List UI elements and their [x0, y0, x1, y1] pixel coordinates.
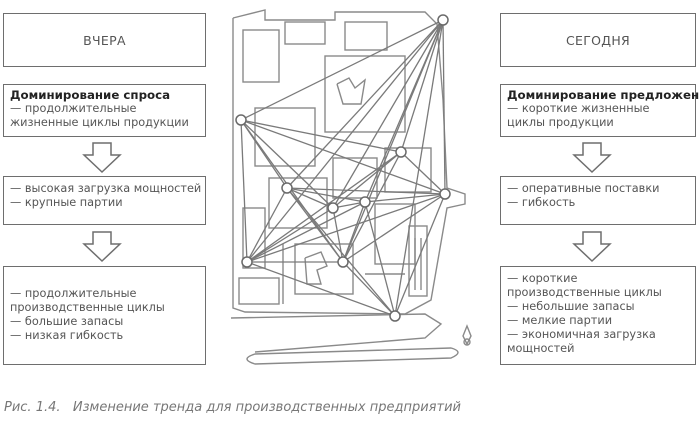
left-block1-line2: — продолжительные: [10, 102, 137, 115]
left-title: ВЧЕРА: [83, 32, 126, 48]
flow-lines: [240, 19, 446, 317]
right-down-arrow-1: [572, 142, 612, 174]
right-block2-line1: — оперативные поставки: [507, 182, 660, 195]
left-down-arrow-1: [82, 142, 122, 174]
left-block3-line3: — большие запасы: [10, 315, 124, 328]
right-block1-line2: — короткие жизненные: [507, 102, 650, 115]
flow-node: [437, 14, 449, 26]
right-block3-line6: мощностей: [507, 342, 575, 355]
flow-node: [241, 256, 253, 268]
right-block3-line2: производственные циклы: [507, 286, 662, 299]
right-block3-line3: — небольшие запасы: [507, 300, 635, 313]
right-block3-line4: — мелкие партии: [507, 314, 613, 327]
left-block-demand: Доминирование спроса — продолжительные ж…: [3, 84, 206, 137]
left-block3-line1: — продолжительные: [10, 287, 137, 300]
flow-node: [359, 196, 371, 208]
left-block1-line3: жизненные циклы продукции: [10, 116, 189, 129]
left-down-arrow-2: [82, 231, 122, 263]
flow-node: [235, 114, 247, 126]
right-title-box: СЕГОДНЯ: [500, 13, 696, 67]
right-block3-line5: — экономичная загрузка: [507, 328, 656, 341]
figure-text: Изменение тренда для производственных пр…: [72, 400, 461, 415]
right-block-supply: Доминирование предложения — короткие жиз…: [500, 84, 700, 137]
right-down-arrow-2: [572, 231, 612, 263]
right-block3-line1: — короткие: [507, 272, 578, 285]
left-title-box: ВЧЕРА: [3, 13, 206, 67]
left-block-load: — высокая загрузка мощностей — крупные п…: [3, 176, 206, 225]
left-block3-line4: — низкая гибкость: [10, 329, 124, 342]
right-block-delivery: — оперативные поставки — гибкость: [500, 176, 696, 225]
flow-node: [389, 310, 401, 322]
right-block1-line1: Доминирование предложения: [507, 88, 700, 102]
flow-node: [337, 256, 349, 268]
left-block-cycles: — продолжительные производственные циклы…: [3, 266, 206, 365]
flow-node: [327, 202, 339, 214]
right-block2-line2: — гибкость: [507, 196, 576, 209]
left-block3-line2: производственные циклы: [10, 301, 165, 314]
figure-caption: Рис. 1.4. Изменение тренда для производс…: [4, 400, 461, 415]
right-title: СЕГОДНЯ: [565, 32, 631, 48]
left-block2-line1: — высокая загрузка мощностей: [10, 182, 202, 195]
left-block1-line1: Доминирование спроса: [10, 88, 171, 102]
flow-node: [439, 188, 451, 200]
right-block-cycles: — короткие производственные циклы — небо…: [500, 266, 696, 365]
flow-nodes: [235, 14, 451, 322]
figure-label: Рис. 1.4.: [4, 400, 61, 415]
left-block2-line2: — крупные партии: [10, 196, 123, 209]
right-block1-line3: циклы продукции: [507, 116, 614, 129]
flow-node: [395, 146, 407, 158]
factory-plan-illustration: [230, 9, 472, 365]
flow-node: [281, 182, 293, 194]
